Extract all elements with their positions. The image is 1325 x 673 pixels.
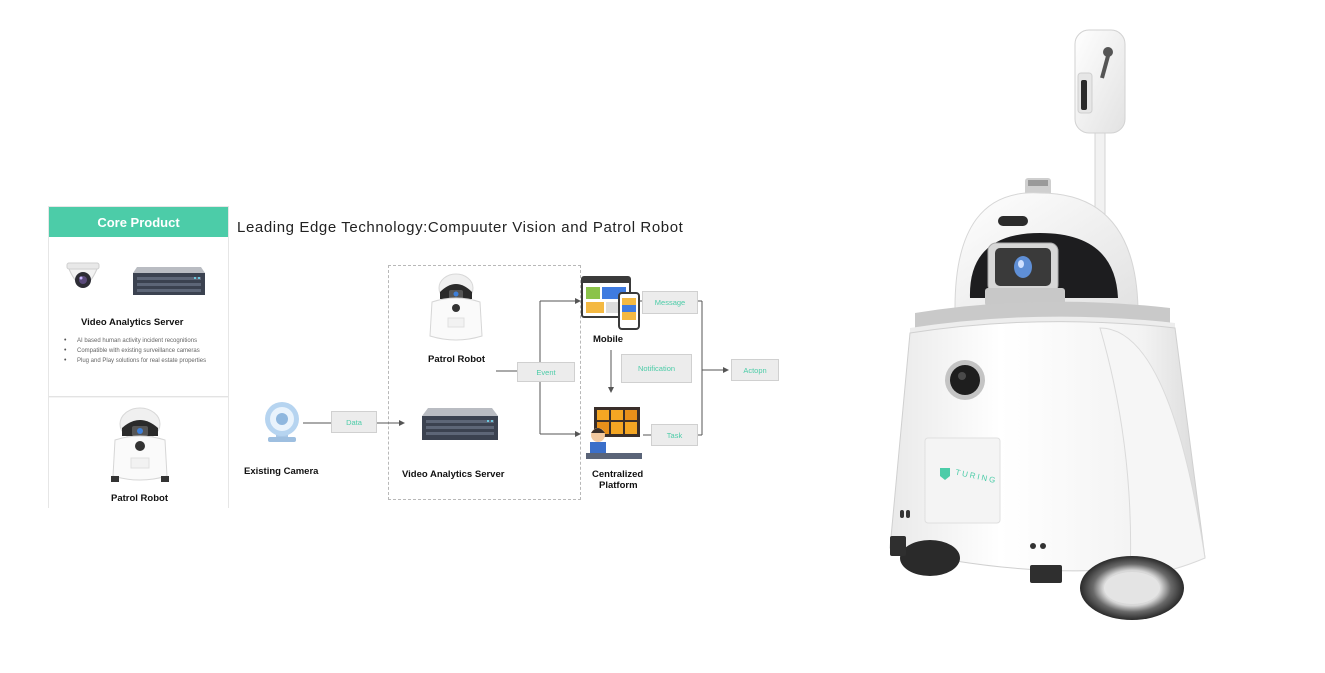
core-product-header: Core Product	[49, 207, 228, 237]
core-product-robot-section: Patrol Robot	[49, 398, 228, 508]
centralized-platform-icon	[586, 407, 642, 459]
mobile-icon	[581, 276, 640, 330]
video-analytics-server-icon	[422, 408, 498, 440]
bullet-item: Compatible with existing surveillance ca…	[61, 347, 221, 355]
node-platform-label-line2: Platform	[599, 480, 638, 491]
bullet-item: Plug and Play solutions for real estate …	[61, 357, 221, 365]
node-existing-camera-label: Existing Camera	[244, 466, 319, 477]
diagram-title: Leading Edge Technology:Compuuter Vision…	[237, 219, 684, 236]
core-product-server-section: Video Analytics Server AI based human ac…	[49, 237, 228, 397]
edge-devices-group	[388, 265, 581, 500]
edge-tag-task: Task	[651, 424, 698, 446]
rack-server-icon	[133, 267, 205, 295]
edge-tag-message: Message	[642, 291, 698, 314]
edge-tag-data: Data	[331, 411, 377, 433]
node-platform-label-line1: Centralized	[592, 469, 644, 480]
core-robot-title: Patrol Robot	[111, 493, 168, 504]
bullet-item: AI based human activity incident recogni…	[61, 337, 221, 345]
patrol-robot-node-icon	[429, 273, 483, 341]
core-product-panel: Core Product Video Analytics Server AI b…	[48, 206, 229, 508]
edge-tag-event: Event	[517, 362, 575, 382]
core-server-title: Video Analytics Server	[81, 317, 184, 328]
node-server-label: Video Analytics Server	[402, 469, 505, 480]
dome-camera-icon	[66, 262, 100, 288]
node-patrol-robot-label: Patrol Robot	[428, 354, 485, 365]
edge-tag-notification: Notification	[621, 354, 692, 383]
edge-tag-action: Actopn	[731, 359, 779, 381]
patrol-robot-illustration	[889, 29, 1206, 620]
turing-shield-icon	[940, 468, 950, 480]
core-server-bullets: AI based human activity incident recogni…	[61, 337, 221, 367]
node-mobile-label: Mobile	[593, 334, 624, 345]
existing-camera-icon	[265, 402, 299, 442]
patrol-robot-icon	[111, 407, 169, 482]
